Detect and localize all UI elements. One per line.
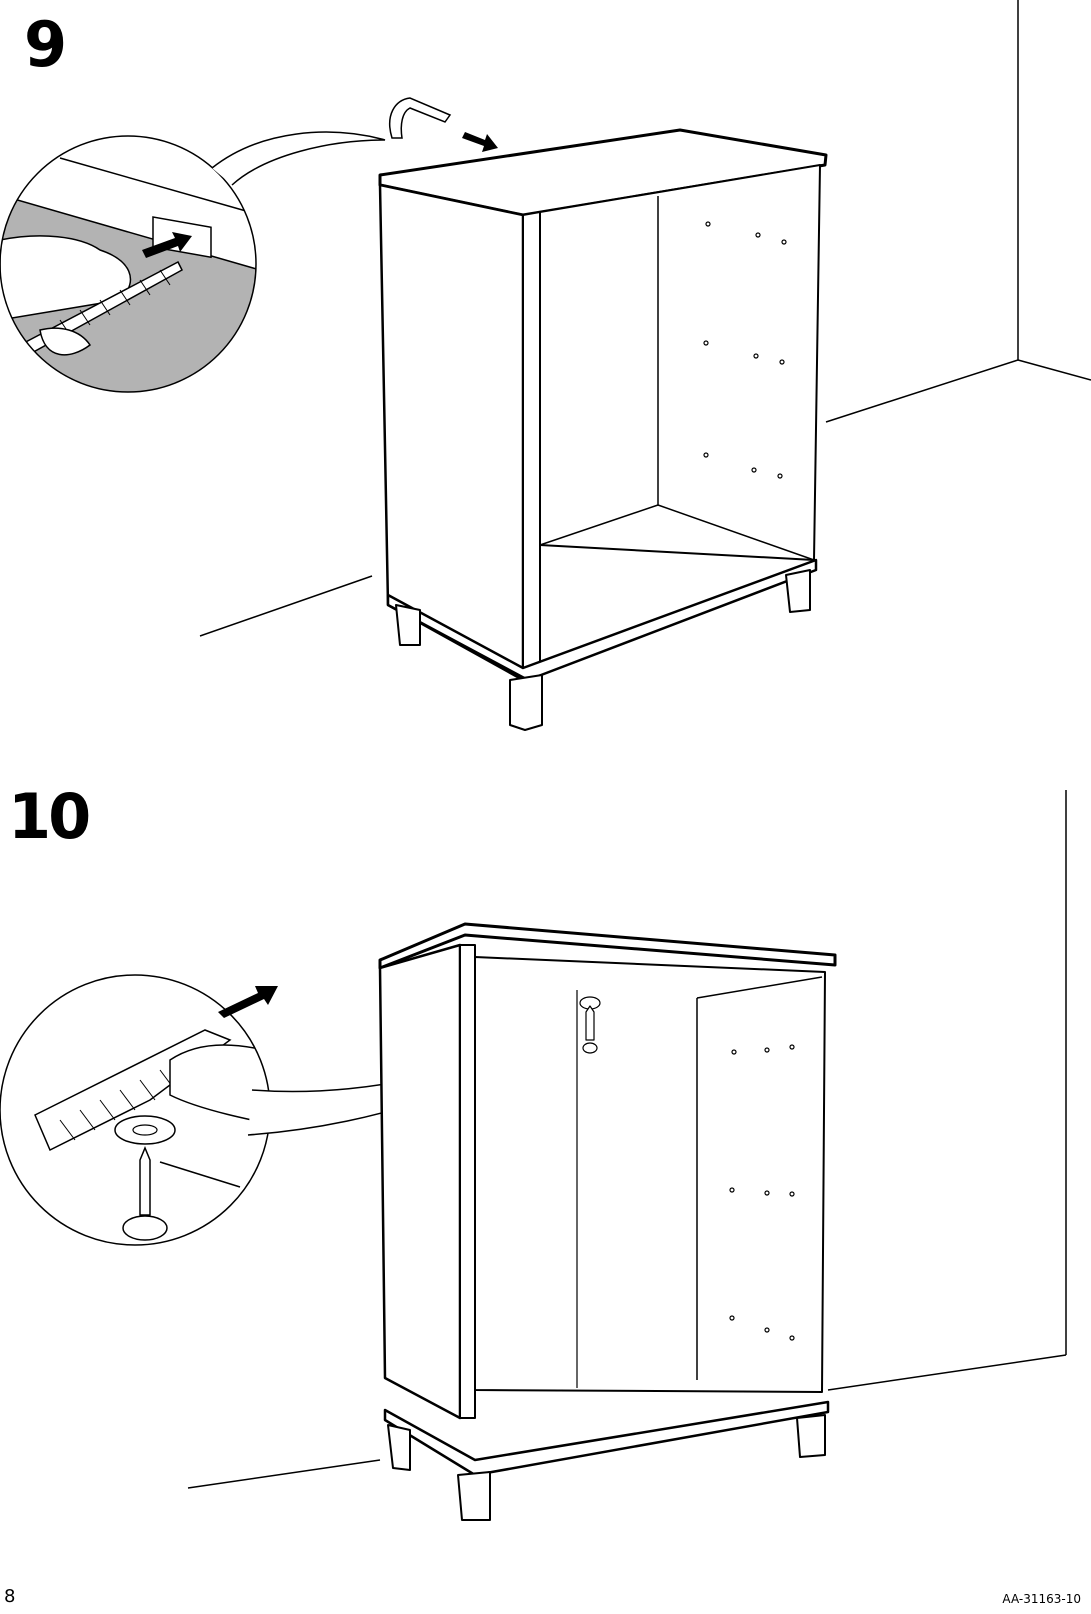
- arrow-icon: [142, 232, 192, 258]
- detail-callout: [0, 974, 561, 1246]
- document-code: AA-31163-10: [1002, 1592, 1081, 1606]
- screw-icon: [122, 1146, 168, 1241]
- page-number: 8: [4, 1586, 16, 1607]
- strip-part: [389, 97, 498, 152]
- wall-corner-icon: [199, 0, 1091, 637]
- wall-corner-icon: [187, 790, 1067, 1489]
- washer-icon: [114, 1115, 176, 1145]
- arrow-icon: [218, 986, 278, 1018]
- detail-callout: [0, 131, 386, 393]
- arrow-icon: [462, 132, 498, 152]
- step-number: 9: [24, 8, 67, 81]
- step-10-illustration: [0, 790, 1067, 1521]
- step-number: 10: [8, 780, 91, 853]
- cabinet-icon: [378, 128, 828, 731]
- cabinet-icon: [378, 922, 837, 1521]
- screw-icon: [579, 996, 601, 1054]
- step-9-illustration: [0, 0, 1091, 731]
